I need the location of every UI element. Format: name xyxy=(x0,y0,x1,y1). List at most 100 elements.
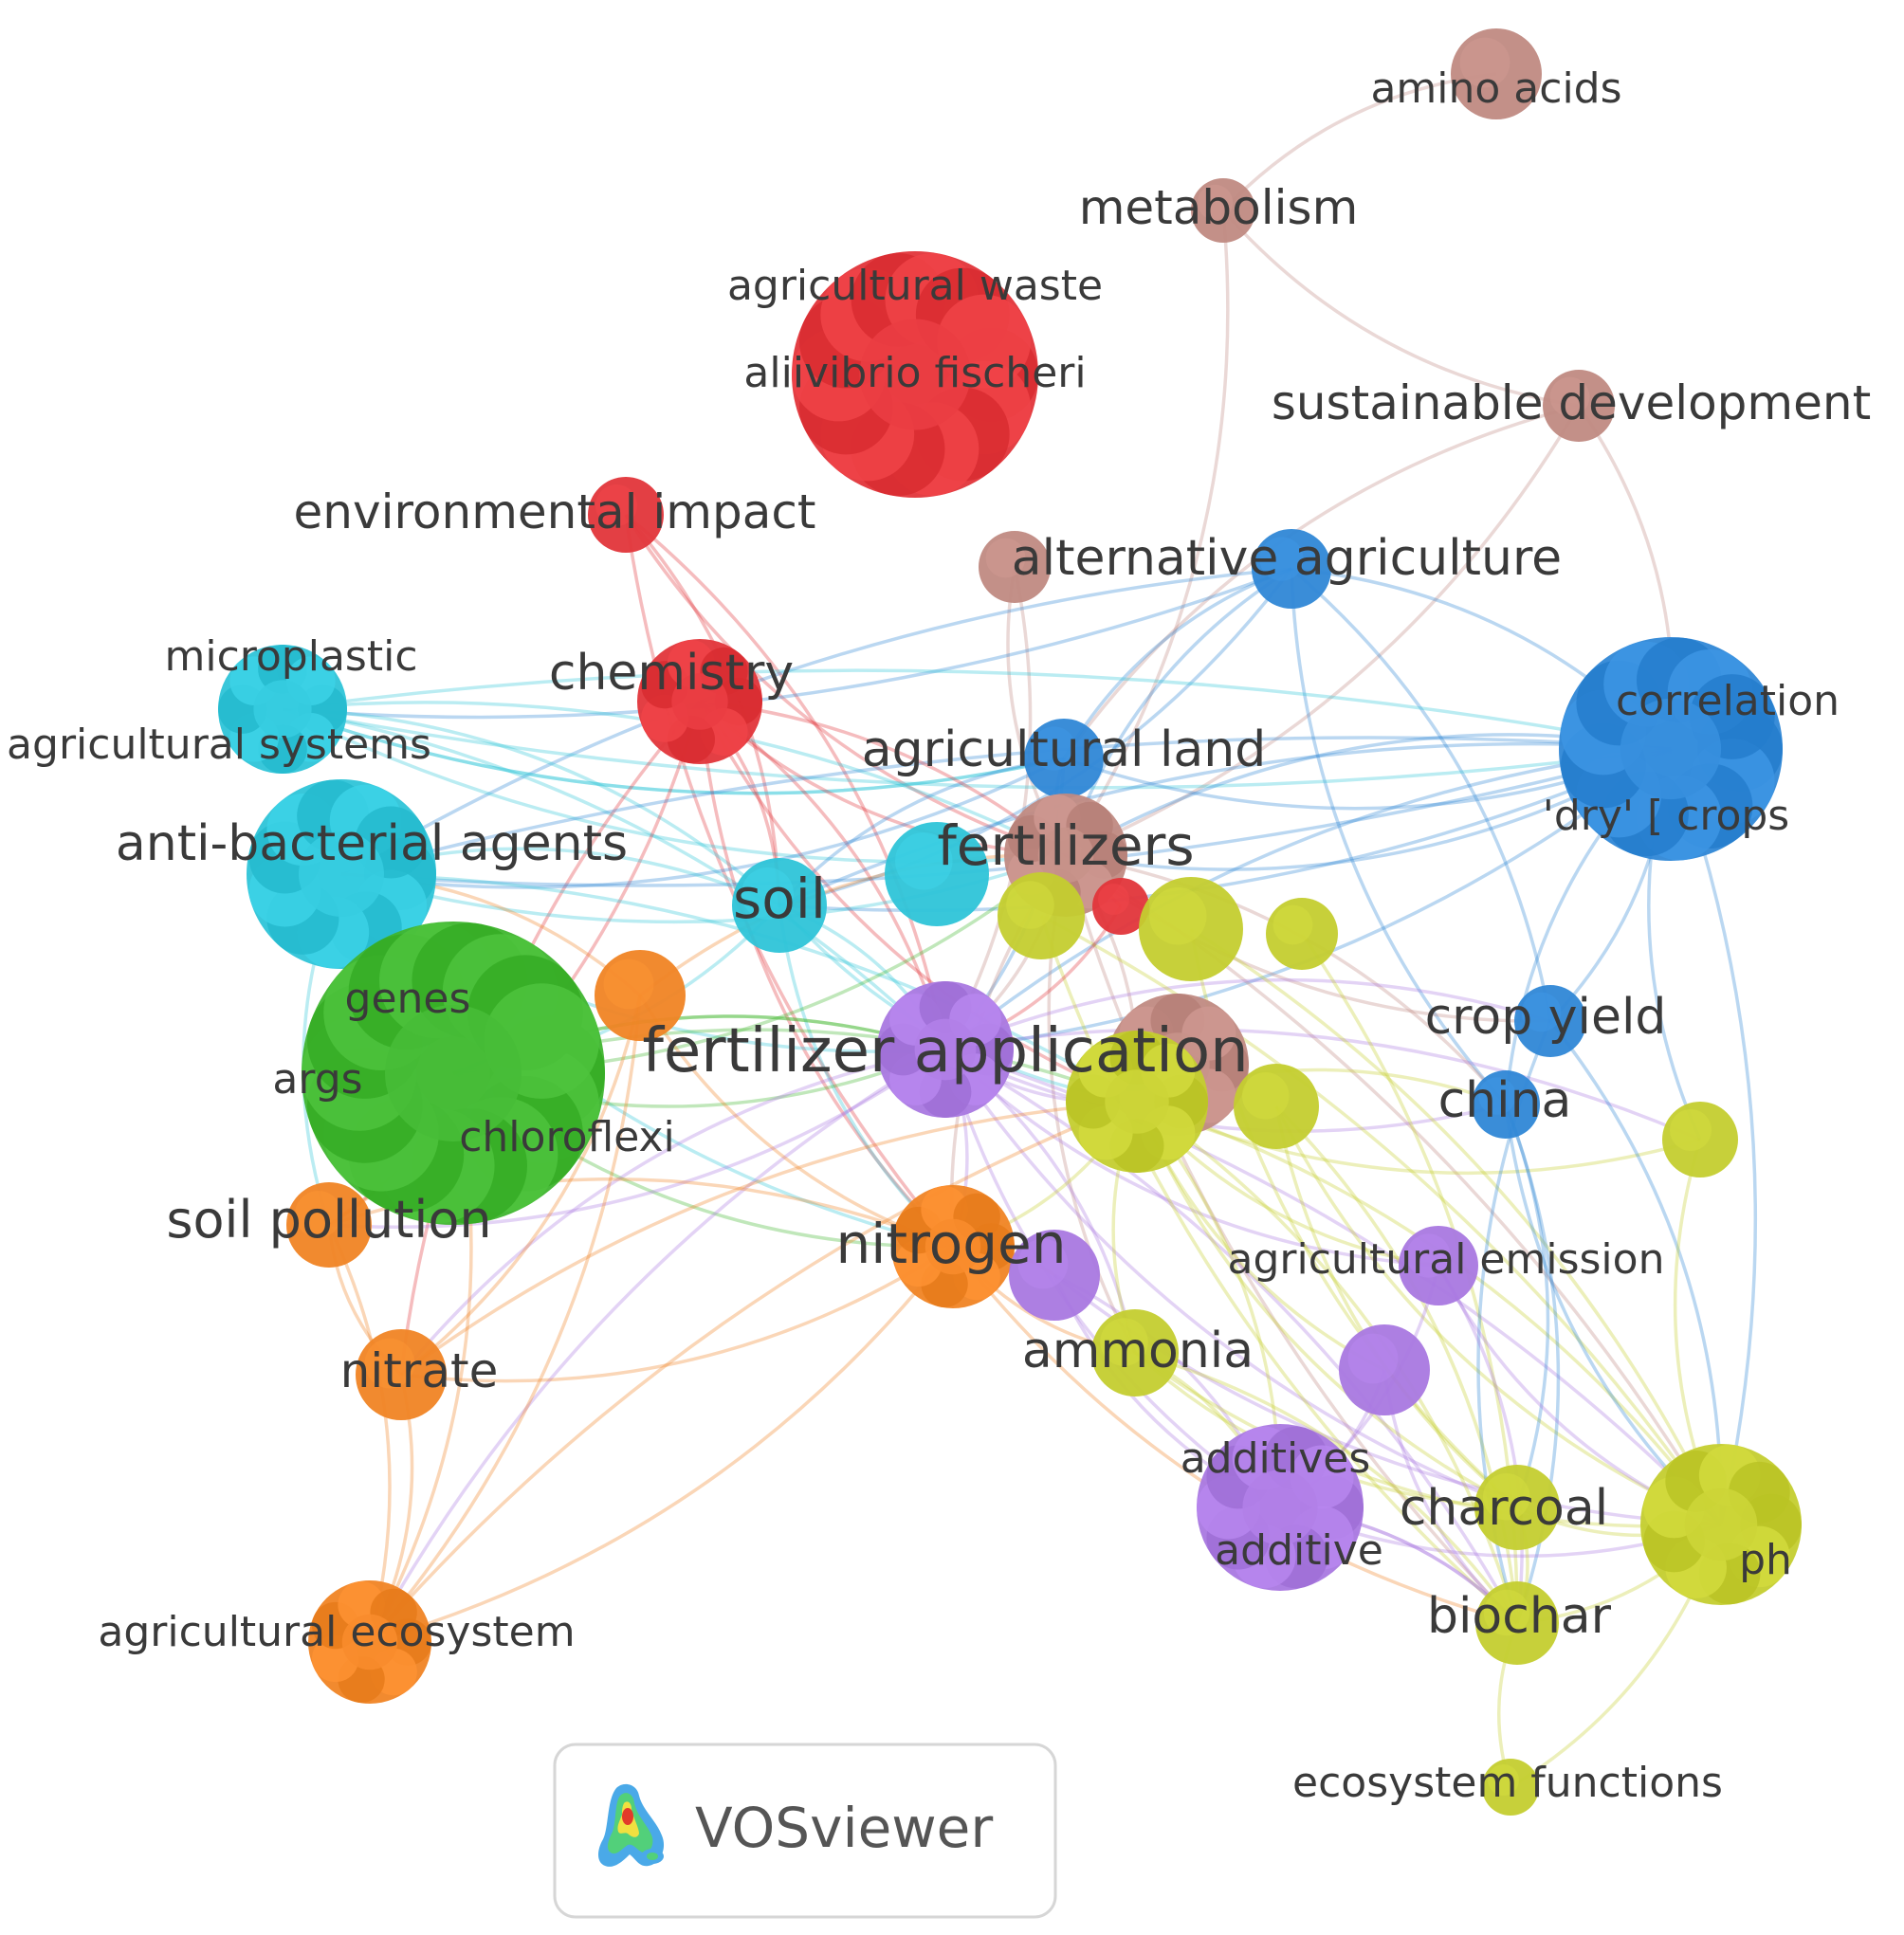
node-china[interactable] xyxy=(1472,1070,1540,1139)
link-fertilizer-application-charcoal xyxy=(943,1049,1518,1509)
node-purple-b[interactable] xyxy=(1339,1324,1430,1415)
link-soil-pollution-agricultural-ecosystem xyxy=(327,1224,392,1643)
node-microplastic[interactable] xyxy=(218,645,347,774)
label-metabolism: metabolism xyxy=(1079,180,1359,235)
link-nitrate-orange-small xyxy=(399,995,642,1377)
node-environmental-impact[interactable] xyxy=(588,477,664,553)
label-ph: ph xyxy=(1739,1536,1792,1584)
node-additives[interactable] xyxy=(1197,1424,1364,1591)
link-agricultural-emission-biochar xyxy=(1437,1265,1524,1624)
node-soil-pollution[interactable] xyxy=(286,1182,372,1268)
link-alternative-agriculture-crop-yield xyxy=(1290,567,1552,1022)
link-metabolism-sustainable-development xyxy=(1221,209,1580,408)
node-yellow-e[interactable] xyxy=(1662,1102,1738,1177)
label-china: china xyxy=(1438,1072,1572,1129)
node-ammonia[interactable] xyxy=(1091,1309,1179,1396)
link-agricultural-systems-agricultural-land xyxy=(282,707,1065,795)
node-nitrate[interactable] xyxy=(356,1329,447,1420)
link-sustainable-development-fertilizers xyxy=(1065,405,1581,857)
node-purple-nitrogen[interactable] xyxy=(1009,1230,1100,1321)
node-charcoal[interactable] xyxy=(1474,1465,1560,1550)
node-sustainable-development[interactable] xyxy=(1543,370,1615,442)
node-yellow-d[interactable] xyxy=(1234,1064,1319,1149)
link-yellow-center-yellow-e xyxy=(1136,1100,1701,1176)
link-yellow-center-charcoal xyxy=(1135,1101,1518,1509)
node-nitrogen[interactable] xyxy=(891,1185,1015,1308)
node-biochar[interactable] xyxy=(1475,1581,1559,1665)
link-metabolism-fertilizers xyxy=(1064,210,1230,856)
link-fertilizer-application-crop-yield xyxy=(944,977,1551,1051)
label-genes: genes xyxy=(345,975,471,1023)
label-environmental-impact: environmental impact xyxy=(294,484,816,539)
link-chemistry-yellow-center xyxy=(698,701,1138,1104)
label-soil: soil xyxy=(733,867,826,931)
link-china-biochar xyxy=(1504,1104,1561,1624)
node-amino-acids[interactable] xyxy=(1451,28,1542,119)
link-fertilizer-application-china xyxy=(944,1048,1507,1133)
node-agricultural-land[interactable] xyxy=(1024,719,1104,798)
link-yellow-d-charcoal xyxy=(1274,1105,1519,1509)
node-metabolism[interactable] xyxy=(1191,178,1255,243)
node-fertilizers-cyan[interactable] xyxy=(885,822,989,926)
node-genes[interactable] xyxy=(302,922,605,1225)
node-anti-bacterial-agents[interactable] xyxy=(247,779,436,969)
node-yellow-c[interactable] xyxy=(1266,898,1338,970)
link-orange-small-fertilizers xyxy=(638,852,1067,997)
link-nitrogen-nitrate xyxy=(400,1245,954,1383)
node-yellow-center[interactable] xyxy=(1066,1031,1208,1173)
node-fertilizer-application[interactable] xyxy=(877,981,1014,1118)
node-ph[interactable] xyxy=(1640,1444,1802,1605)
node-alternative-agriculture-hub[interactable] xyxy=(979,531,1051,603)
link-fertilizers-biochar xyxy=(1064,854,1519,1625)
label-agricultural-emission: agricultural emission xyxy=(1228,1235,1665,1284)
label-agricultural-land: agricultural land xyxy=(862,721,1267,778)
node-yellow-a[interactable] xyxy=(998,872,1085,959)
node-agricultural-ecosystem[interactable] xyxy=(308,1580,431,1704)
link-alternative-agriculture-china xyxy=(1290,568,1508,1106)
link-yellow-a-biochar xyxy=(1039,915,1519,1625)
link-fertilizer-application-agricultural-ecosystem xyxy=(368,1048,946,1643)
label-aliivibrio-fischeri: aliivibrio fischeri xyxy=(743,349,1086,397)
label-alternative-agriculture: alternative agriculture xyxy=(1012,530,1562,587)
label-agricultural-waste: agricultural waste xyxy=(727,262,1103,310)
link-environmental-impact-fertilizer-application xyxy=(624,513,947,1050)
badge-frame xyxy=(553,1743,1057,1919)
link-china-charcoal xyxy=(1504,1104,1550,1508)
label-nitrate: nitrate xyxy=(340,1343,499,1398)
link-correlation-ph xyxy=(1669,748,1758,1525)
label-fertilizer-application: fertilizer application xyxy=(642,1016,1248,1086)
link-fertilizer-application-agricultural-emission xyxy=(943,1048,1439,1268)
node-agricultural-emission[interactable] xyxy=(1399,1226,1478,1305)
link-agricultural-systems-correlation xyxy=(282,668,1672,751)
link-microplastic-fertilizer-application xyxy=(282,707,947,1051)
link-nitrogen-agricultural-ecosystem xyxy=(369,1245,955,1644)
node-red-small[interactable] xyxy=(1092,878,1149,935)
node-correlation[interactable] xyxy=(1559,637,1784,861)
node-yellow-b[interactable] xyxy=(1139,877,1243,981)
node-chemistry[interactable] xyxy=(637,639,762,764)
label-ammonia: ammonia xyxy=(1022,1323,1254,1379)
node-ecosystem-functions[interactable] xyxy=(1482,1759,1539,1816)
link-nitrate-yellow-center xyxy=(399,1100,1138,1377)
label-microplastic: microplastic xyxy=(164,632,417,681)
label-additive: additive xyxy=(1215,1526,1383,1575)
label-args: args xyxy=(272,1055,362,1104)
label-soil-pollution: soil pollution xyxy=(166,1190,491,1250)
link-agricultural-land-anti-bacterial-agents xyxy=(340,757,1065,889)
label-ecosystem-functions: ecosystem functions xyxy=(1292,1759,1723,1807)
node-agricultural-waste[interactable] xyxy=(792,251,1038,498)
node-crop-yield[interactable] xyxy=(1514,985,1586,1057)
label-charcoal: charcoal xyxy=(1400,1480,1608,1537)
label-anti-bacterial-agents: anti-bacterial agents xyxy=(116,815,628,872)
label-agricultural-systems: agricultural systems xyxy=(7,721,431,769)
node-soil[interactable] xyxy=(732,858,827,953)
vosviewer-logo-icon xyxy=(598,1783,665,1867)
link-fertilizer-application-nitrate xyxy=(399,1048,946,1377)
node-orange-small[interactable] xyxy=(595,950,686,1041)
link-ammonia-ph xyxy=(1133,1351,1722,1528)
vosviewer-brand-text: VOSviewer xyxy=(695,1796,993,1860)
link-alternative-agriculture-anti-bacterial-agents xyxy=(340,567,1292,876)
node-alternative-agriculture[interactable] xyxy=(1252,529,1331,609)
